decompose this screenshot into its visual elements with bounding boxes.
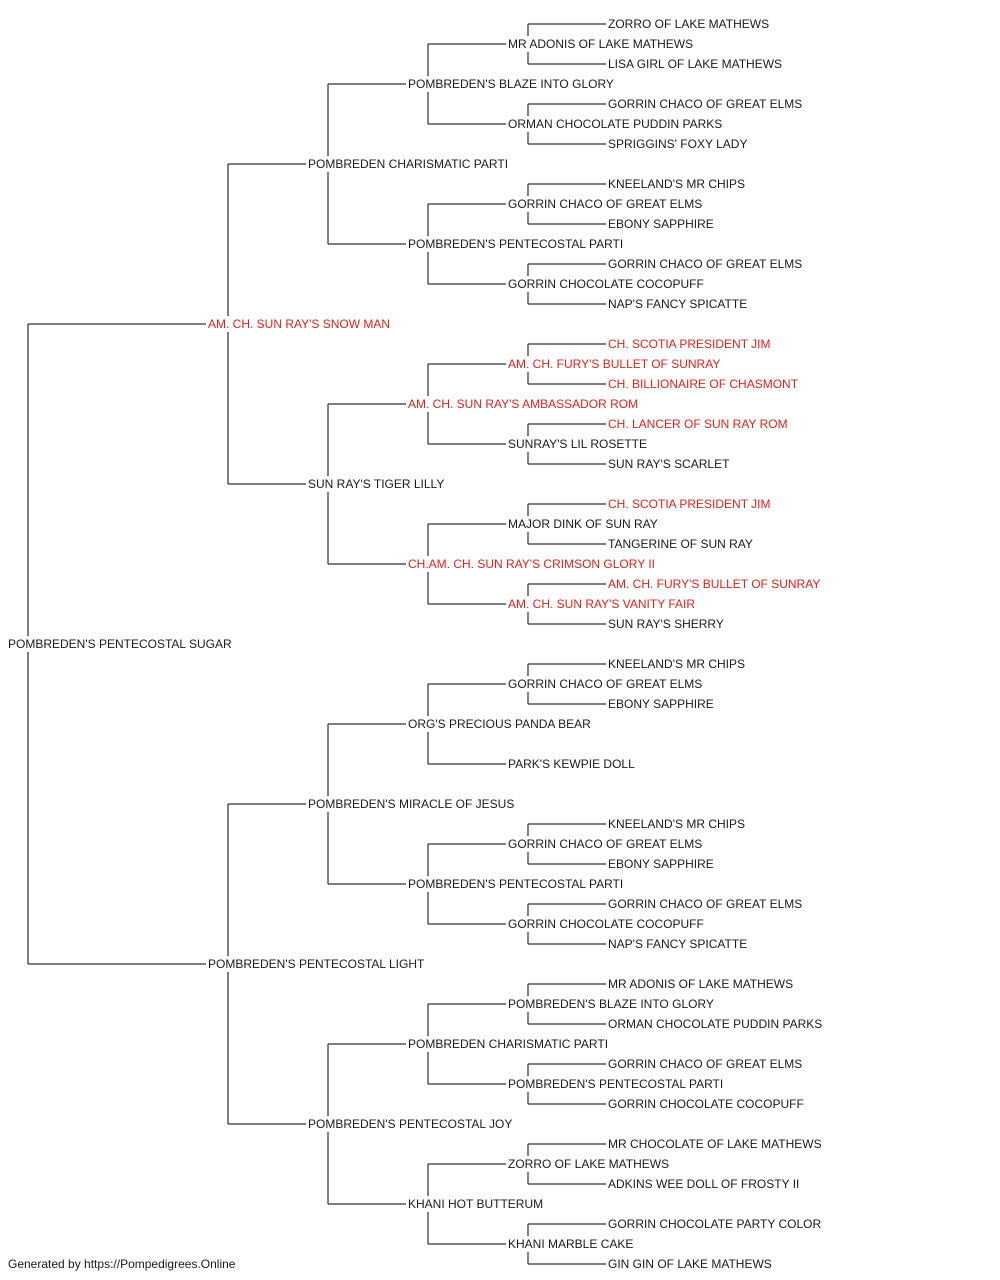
dog-name-gen-0: POMBREDEN'S PENTECOSTAL SUGAR — [8, 637, 234, 651]
dog-name-gen-5: ADKINS WEE DOLL OF FROSTY II — [608, 1177, 802, 1191]
dog-name-gen-5: GORRIN CHOCOLATE COCOPUFF — [608, 1097, 806, 1111]
dog-name-gen-4: AM. CH. SUN RAY'S VANITY FAIR — [508, 597, 697, 611]
dog-name-gen-5: MR ADONIS OF LAKE MATHEWS — [608, 977, 796, 991]
dog-name-gen-3: POMBREDEN CHARISMATIC PARTI — [408, 1037, 611, 1051]
dog-name-gen-3: POMBREDEN'S PENTECOSTAL PARTI — [408, 877, 626, 891]
dog-name-gen-5: KNEELAND'S MR CHIPS — [608, 177, 747, 191]
dog-name-gen-5: GORRIN CHOCOLATE PARTY COLOR — [608, 1217, 824, 1231]
dog-name-gen-5: NAP'S FANCY SPICATTE — [608, 297, 750, 311]
dog-name-gen-5: KNEELAND'S MR CHIPS — [608, 657, 747, 671]
dog-name-gen-3: POMBREDEN'S BLAZE INTO GLORY — [408, 77, 616, 91]
dog-name-gen-3: KHANI HOT BUTTERUM — [408, 1197, 546, 1211]
dog-name-gen-5: SPRIGGINS' FOXY LADY — [608, 137, 750, 151]
dog-name-gen-2: SUN RAY'S TIGER LILLY — [308, 477, 447, 491]
dog-name-gen-3: CH.AM. CH. SUN RAY'S CRIMSON GLORY II — [408, 557, 657, 571]
dog-name-gen-5: GORRIN CHACO OF GREAT ELMS — [608, 897, 805, 911]
dog-name-gen-1: POMBREDEN'S PENTECOSTAL LIGHT — [208, 957, 427, 971]
dog-name-gen-5: TANGERINE OF SUN RAY — [608, 537, 755, 551]
dog-name-gen-4: SUNRAY'S LIL ROSETTE — [508, 437, 649, 451]
dog-name-gen-4: GORRIN CHACO OF GREAT ELMS — [508, 677, 705, 691]
dog-name-gen-5: GORRIN CHACO OF GREAT ELMS — [608, 1057, 805, 1071]
dog-name-gen-5: GIN GIN OF LAKE MATHEWS — [608, 1257, 774, 1271]
dog-name-gen-4: GORRIN CHOCOLATE COCOPUFF — [508, 277, 706, 291]
dog-name-gen-4: MR ADONIS OF LAKE MATHEWS — [508, 37, 696, 51]
dog-name-gen-5: GORRIN CHACO OF GREAT ELMS — [608, 257, 805, 271]
dog-name-gen-5: CH. SCOTIA PRESIDENT JIM — [608, 497, 773, 511]
dog-name-gen-1: AM. CH. SUN RAY'S SNOW MAN — [208, 317, 393, 331]
dog-name-gen-5: MR CHOCOLATE OF LAKE MATHEWS — [608, 1137, 824, 1151]
dog-name-gen-5: CH. BILLIONAIRE OF CHASMONT — [608, 377, 801, 391]
dog-name-gen-4: ZORRO OF LAKE MATHEWS — [508, 1157, 672, 1171]
dog-name-gen-5: EBONY SAPPHIRE — [608, 217, 716, 231]
dog-name-gen-5: ORMAN CHOCOLATE PUDDIN PARKS — [608, 1017, 825, 1031]
dog-name-gen-4: AM. CH. FURY'S BULLET OF SUNRAY — [508, 357, 723, 371]
dog-name-gen-5: SUN RAY'S SHERRY — [608, 617, 726, 631]
dog-name-gen-4: PARK'S KEWPIE DOLL — [508, 757, 637, 771]
dog-name-gen-4: POMBREDEN'S PENTECOSTAL PARTI — [508, 1077, 726, 1091]
generated-by-footer: Generated by https://Pompedigrees.Online — [8, 1257, 236, 1271]
dog-name-gen-5: CH. SCOTIA PRESIDENT JIM — [608, 337, 773, 351]
dog-name-gen-5: NAP'S FANCY SPICATTE — [608, 937, 750, 951]
dog-name-gen-4: KHANI MARBLE CAKE — [508, 1237, 636, 1251]
dog-name-gen-4: POMBREDEN'S BLAZE INTO GLORY — [508, 997, 716, 1011]
dog-name-gen-5: KNEELAND'S MR CHIPS — [608, 817, 747, 831]
dog-name-gen-3: POMBREDEN'S PENTECOSTAL PARTI — [408, 237, 626, 251]
dog-name-gen-4: GORRIN CHACO OF GREAT ELMS — [508, 197, 705, 211]
dog-name-gen-5: GORRIN CHACO OF GREAT ELMS — [608, 97, 805, 111]
dog-name-gen-5: EBONY SAPPHIRE — [608, 697, 716, 711]
dog-name-gen-4: MAJOR DINK OF SUN RAY — [508, 517, 660, 531]
dog-name-gen-4: ORMAN CHOCOLATE PUDDIN PARKS — [508, 117, 725, 131]
dog-name-gen-2: POMBREDEN CHARISMATIC PARTI — [308, 157, 511, 171]
dog-name-gen-2: POMBREDEN'S MIRACLE OF JESUS — [308, 797, 517, 811]
dog-name-gen-3: AM. CH. SUN RAY'S AMBASSADOR ROM — [408, 397, 641, 411]
dog-name-gen-5: SUN RAY'S SCARLET — [608, 457, 732, 471]
dog-name-gen-5: AM. CH. FURY'S BULLET OF SUNRAY — [608, 577, 823, 591]
dog-name-gen-4: GORRIN CHOCOLATE COCOPUFF — [508, 917, 706, 931]
dog-name-gen-5: CH. LANCER OF SUN RAY ROM — [608, 417, 790, 431]
dog-name-gen-5: ZORRO OF LAKE MATHEWS — [608, 17, 772, 31]
dog-name-gen-3: ORG'S PRECIOUS PANDA BEAR — [408, 717, 593, 731]
dog-name-gen-4: GORRIN CHACO OF GREAT ELMS — [508, 837, 705, 851]
dog-name-gen-5: LISA GIRL OF LAKE MATHEWS — [608, 57, 785, 71]
dog-name-gen-5: EBONY SAPPHIRE — [608, 857, 716, 871]
dog-name-gen-2: POMBREDEN'S PENTECOSTAL JOY — [308, 1117, 515, 1131]
